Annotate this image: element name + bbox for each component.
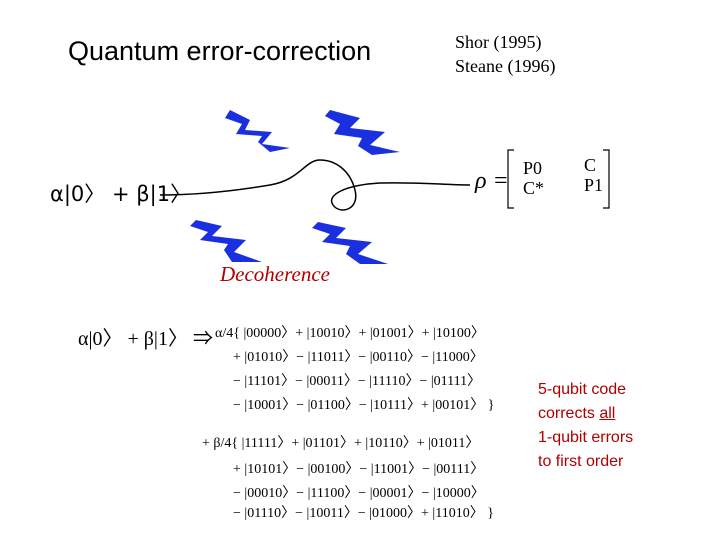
caption-text: corrects bbox=[538, 405, 600, 422]
matrix-bracket-left bbox=[507, 149, 514, 209]
state-path bbox=[159, 159, 471, 211]
lightning-bolt-icon bbox=[225, 110, 290, 152]
caption-line: 1-qubit errors bbox=[538, 429, 634, 446]
caption-line: 5-qubit code bbox=[538, 381, 627, 398]
encoding-line: α/4{ |00000〉+ |10010〉+ |01001〉+ |10100〉 bbox=[215, 326, 485, 341]
encoding-line: − |11101〉− |00011〉− |11110〉− |01111〉 bbox=[233, 374, 482, 389]
lightning-bolt-icon bbox=[325, 110, 400, 155]
matrix-c: C bbox=[584, 155, 597, 175]
rho-symbol: ρ = bbox=[475, 168, 509, 194]
matrix-p1: P1 bbox=[584, 175, 604, 195]
encoding-line: − |10001〉− |01100〉− |10111〉+ |00101〉 } bbox=[233, 398, 495, 413]
caption-emphasis: all bbox=[599, 405, 616, 422]
qubit-state: α|0〉 + β|1〉 bbox=[50, 182, 192, 206]
lightning-bolt-icon bbox=[190, 220, 262, 262]
matrix-cstar: C* bbox=[523, 178, 545, 198]
encoding-line: + |01010〉− |11011〉− |00110〉− |11000〉 bbox=[233, 350, 484, 365]
encoding-line: − |00010〉− |11100〉− |00001〉− |10000〉 bbox=[233, 486, 485, 501]
encoding-line: − |01110〉− |10011〉− |01000〉+ |11010〉 } bbox=[233, 506, 494, 521]
reference-shor: Shor (1995) bbox=[455, 32, 542, 52]
slide-title: Quantum error-correction bbox=[68, 36, 372, 66]
code-caption: 5-qubit code corrects all 1-qubit errors… bbox=[538, 378, 688, 474]
caption-line: corrects all bbox=[538, 402, 688, 426]
reference-steane: Steane (1996) bbox=[455, 56, 556, 76]
matrix-bracket-right bbox=[603, 149, 610, 209]
logical-state: α|0〉 + β|1〉 ⇒ bbox=[78, 328, 213, 350]
encoding-line: + β/4{ |11111〉+ |01101〉+ |10110〉+ |01011… bbox=[202, 436, 480, 451]
encoding-line: + |10101〉− |00100〉− |11001〉− |00111〉 bbox=[233, 462, 485, 477]
caption-line: to first order bbox=[538, 453, 624, 470]
lightning-bolt-icon bbox=[312, 222, 388, 264]
matrix-p0: P0 bbox=[523, 158, 543, 178]
decoherence-label: Decoherence bbox=[220, 262, 330, 286]
